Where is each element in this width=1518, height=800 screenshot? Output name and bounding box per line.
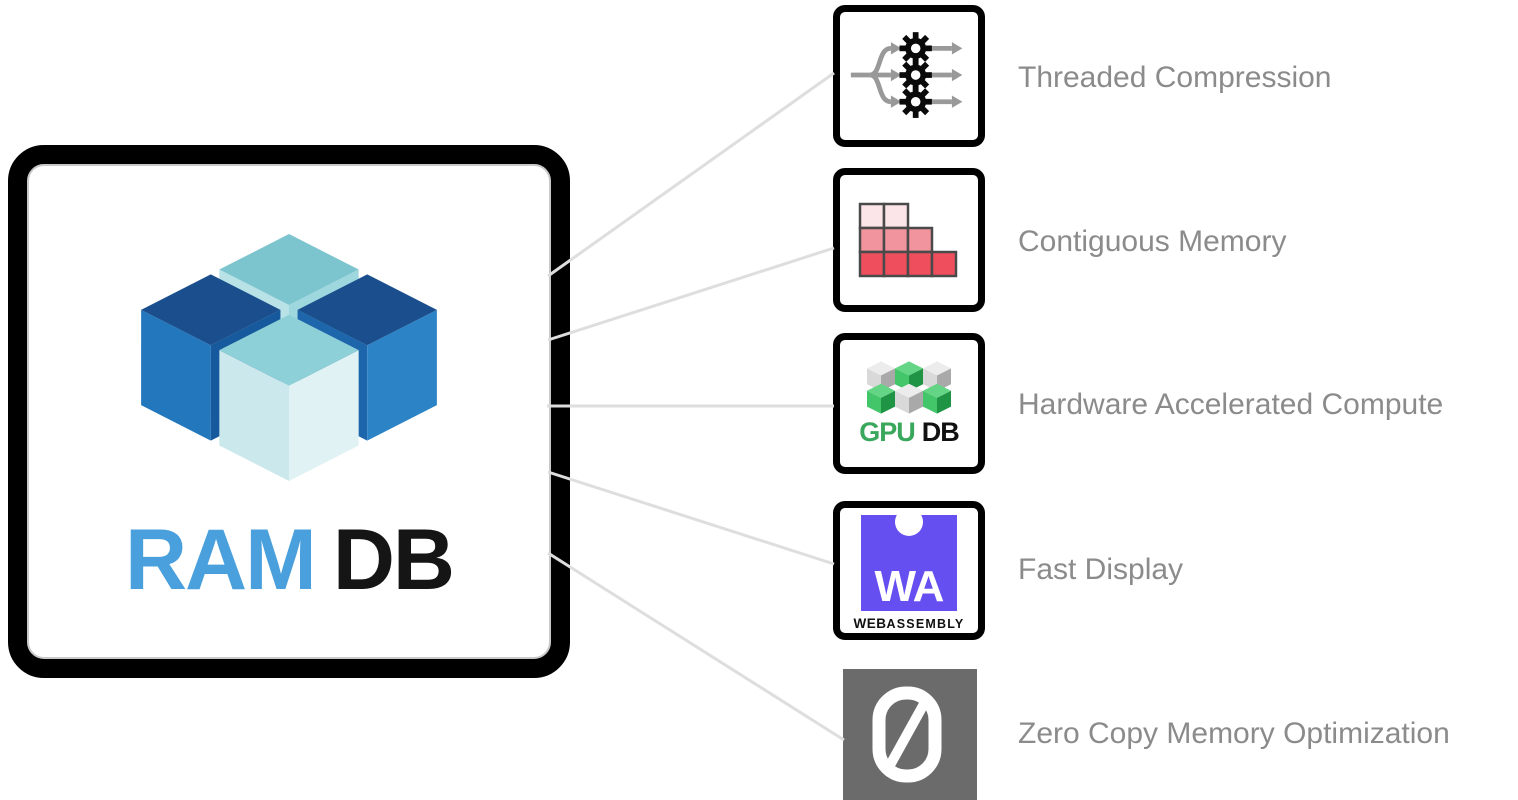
gpu-cubes-icon bbox=[867, 361, 951, 414]
ramdb-title-db: DB bbox=[332, 512, 455, 608]
gpu-db-wordmark-db: DB bbox=[921, 417, 960, 447]
connector-contiguous-memory bbox=[547, 246, 835, 342]
memory-blocks-icon bbox=[858, 202, 958, 278]
gpu-db-wordmark-gpu: GPU bbox=[859, 417, 916, 447]
ramdb-title-ram: RAM bbox=[124, 512, 317, 608]
feature-label-fast-display: Fast Display bbox=[1018, 553, 1184, 586]
connector-fast-display bbox=[547, 470, 835, 566]
webassembly-notch bbox=[895, 515, 923, 536]
feature-box-fast-display: WA WEBASSEMBLY bbox=[833, 501, 985, 640]
webassembly-wa-text: WA bbox=[874, 562, 945, 611]
feature-label-threaded-compression: Threaded Compression bbox=[1018, 61, 1332, 94]
webassembly-caption-web: WEB bbox=[853, 616, 887, 631]
feature-box-contiguous-memory bbox=[833, 168, 985, 312]
webassembly-caption-assembly: ASSEMBLY bbox=[886, 617, 965, 631]
slashed-zero-icon bbox=[872, 686, 942, 783]
connector-zero-copy bbox=[547, 551, 845, 742]
webassembly-caption: WEBASSEMBLY bbox=[854, 615, 965, 633]
threaded-compression-icon bbox=[850, 32, 963, 118]
feature-box-zero-copy bbox=[843, 669, 977, 800]
feature-box-threaded-compression bbox=[833, 5, 985, 147]
webassembly-icon: WA bbox=[861, 515, 957, 611]
connector-threaded-compression bbox=[547, 71, 835, 278]
feature-label-hardware-accelerated-compute: Hardware Accelerated Compute bbox=[1018, 388, 1444, 421]
feature-label-contiguous-memory: Contiguous Memory bbox=[1018, 225, 1287, 258]
feature-label-zero-copy: Zero Copy Memory Optimization bbox=[1018, 717, 1450, 750]
ramdb-cubes-icon bbox=[141, 234, 437, 481]
